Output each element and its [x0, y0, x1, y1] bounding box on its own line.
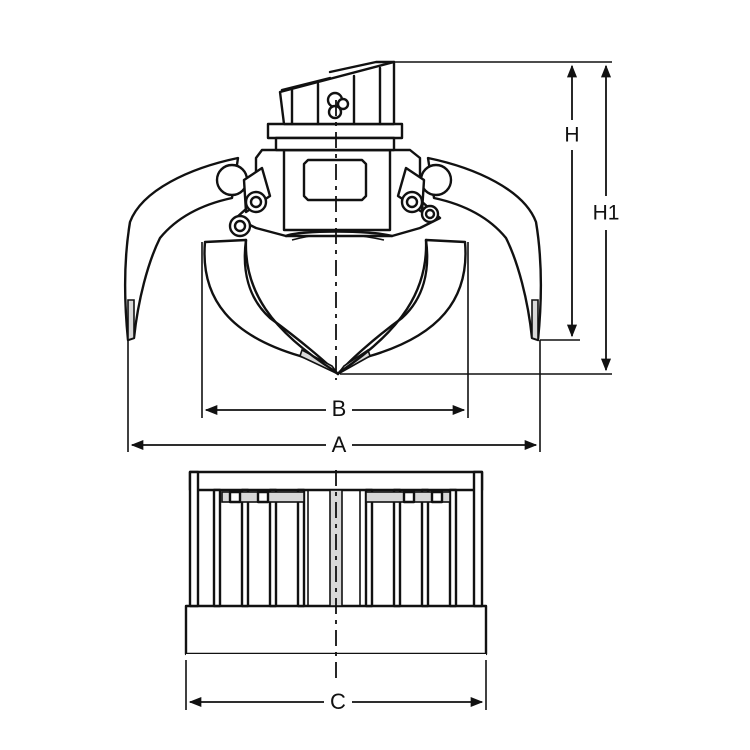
right-inner-jaw — [336, 238, 467, 376]
grapple-front-view — [184, 470, 488, 680]
right-outer-tine-tip — [531, 299, 539, 342]
dimension-h-label: H — [564, 124, 579, 147]
swivel-ring — [266, 122, 404, 140]
left-pivot-pin — [215, 163, 249, 197]
front-left-post — [188, 470, 200, 608]
left-tines — [212, 488, 306, 608]
rotator-window — [302, 158, 368, 202]
dimension-a-label: A — [332, 432, 347, 457]
bracket-pin-lower — [327, 104, 343, 120]
grapple-side-view — [124, 60, 542, 380]
dimension-h1-label: H1 — [593, 202, 620, 225]
front-right-post — [472, 470, 484, 608]
dimension-b-label: B — [332, 396, 347, 421]
left-inner-jaw — [203, 238, 340, 376]
right-tines — [364, 488, 458, 608]
left-outer-tine-tip — [127, 299, 135, 342]
dimension-c-label: C — [330, 689, 346, 714]
right-pivot-pin — [419, 163, 453, 197]
